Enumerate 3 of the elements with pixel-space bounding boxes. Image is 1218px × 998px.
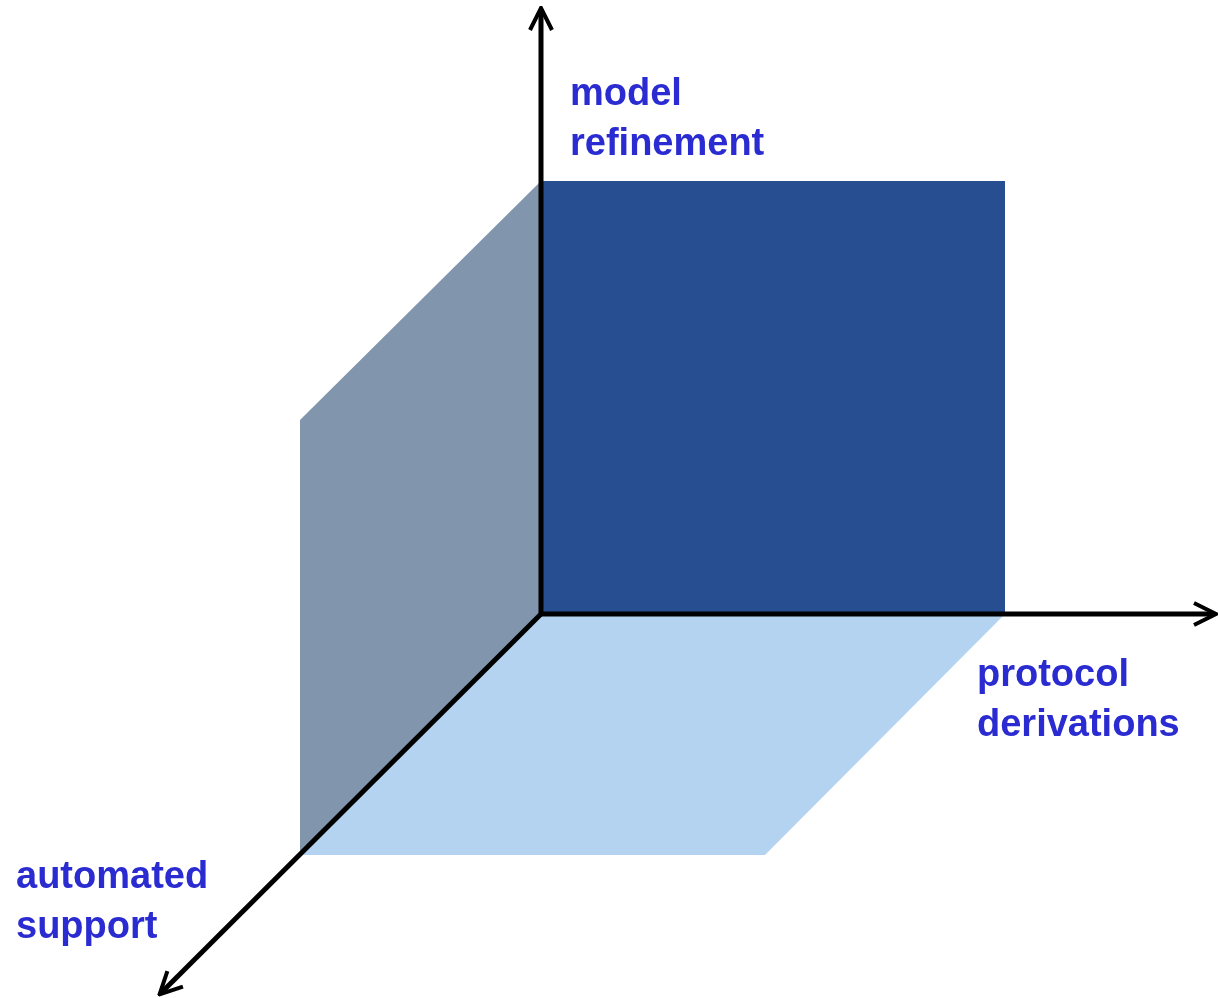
axis-label: protocol derivations [977,651,1181,746]
axis-label: automated support [16,853,210,948]
axis-label: model refinement [570,70,766,165]
